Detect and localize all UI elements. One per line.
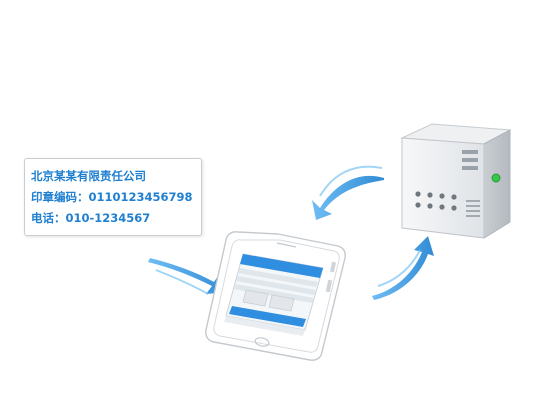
server-icon [400, 123, 512, 239]
arrow-icon [372, 236, 434, 300]
smartphone-icon [205, 231, 346, 361]
seal-code: 印章编码：0110123456798 [31, 190, 193, 204]
arrow-icon [312, 165, 384, 220]
arrow-icon [148, 258, 228, 295]
company-name: 北京某某有限责任公司 [31, 169, 146, 183]
phone-number: 电话：010-1234567 [31, 211, 151, 225]
info-card: 北京某某有限责任公司 印章编码：0110123456798 电话：010-123… [24, 158, 202, 236]
